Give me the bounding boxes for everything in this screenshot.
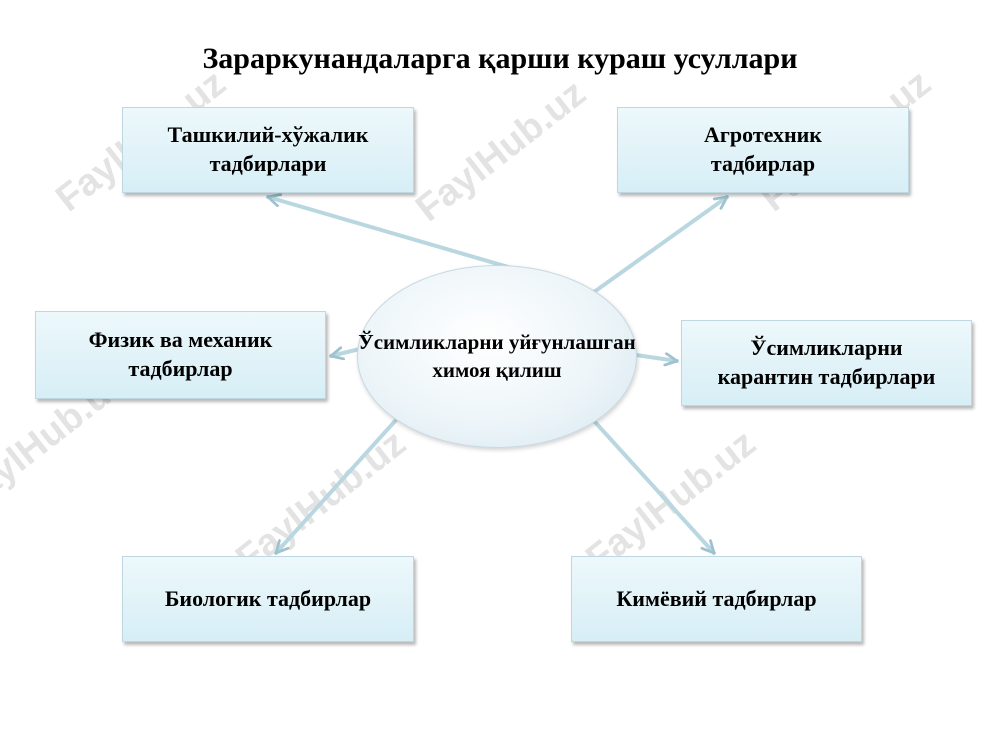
center-line-3: химоя қилиш: [432, 357, 562, 382]
diagram-title: Зараркунандаларга қарши кураш усуллари: [202, 42, 798, 75]
node-label-line-1: Физик ва механик: [88, 327, 273, 353]
node-label-line-2: тадбирлар: [710, 151, 816, 176]
node-label-line-2: тадбирлари: [209, 151, 327, 176]
node-chemical-measures: Кимёвий тадбирлар: [571, 556, 862, 642]
center-node-integrated-protection: Ўсимликларни уйғунлашган химоя қилиш: [357, 265, 637, 448]
node-quarantine-measures: Ўсимликларни карантин тадбирлари: [681, 320, 972, 406]
node-label-line-1: Ташкилий-хўжалик: [167, 122, 369, 148]
node-physical-mechanical-measures: Физик ва механик тадбирлар: [35, 311, 326, 399]
node-label-line-1: Биологик тадбирлар: [164, 585, 372, 611]
center-line-1: Ўсимликларни: [358, 330, 504, 355]
arrow-to-middle-right: [634, 355, 679, 361]
arrow-to-bottom-right: [593, 420, 716, 555]
node-agrotechnical-measures: Агротехник тадбирлар: [617, 107, 909, 193]
node-label-line-2: карантин тадбирлари: [717, 364, 936, 389]
node-label-line-1: Ўсимликларни: [750, 335, 903, 361]
node-organizational-measures: Ташкилий-хўжалик тадбирлари: [122, 107, 414, 193]
node-label-line-1: Агротехник: [704, 122, 822, 148]
arrow-to-top-right: [592, 195, 729, 294]
center-line-2: уйғунлашган: [508, 330, 636, 355]
arrow-to-bottom-left: [274, 418, 398, 555]
node-label-line-1: Кимёвий тадбирлар: [616, 585, 817, 611]
node-biological-measures: Биологик тадбирлар: [122, 556, 414, 642]
node-label-line-2: тадбирлар: [128, 356, 233, 381]
